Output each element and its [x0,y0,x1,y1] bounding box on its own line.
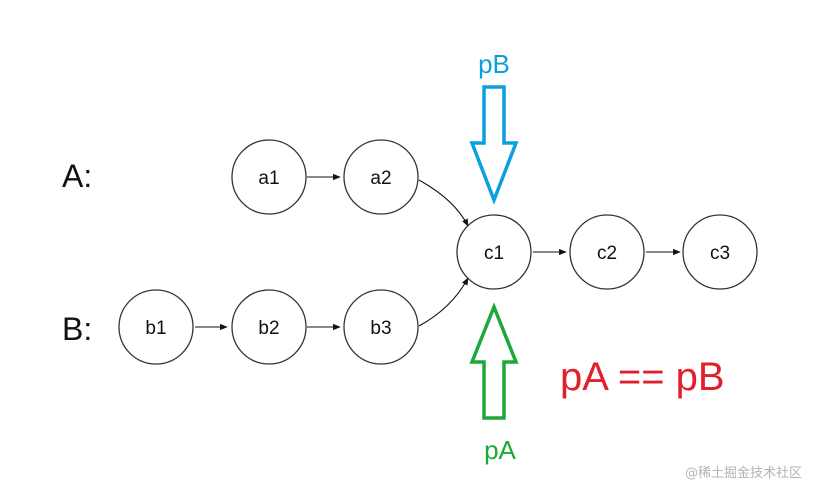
node-c3: c3 [682,214,758,290]
edge-b3-c1 [418,277,469,327]
node-c2: c2 [569,214,645,290]
node-label-b2: b2 [258,318,279,339]
node-b3: b3 [343,289,419,365]
pointer-b-arrow-icon [469,85,519,205]
watermark-text: @稀土掘金技术社区 [685,465,802,481]
row-label-b: B: [62,311,92,347]
node-b1: b1 [118,289,194,365]
pointer-a-arrow-icon [469,302,519,420]
node-label-a2: a2 [370,168,391,189]
node-label-c1: c1 [484,243,504,264]
node-label-c2: c2 [597,243,617,264]
node-b2: b2 [231,289,307,365]
pointer-a-label: pA [484,435,516,465]
node-label-b1: b1 [145,318,166,339]
edge-a2-c1 [418,179,469,227]
node-a1: a1 [231,139,307,215]
node-label-c3: c3 [710,243,730,264]
node-a2: a2 [343,139,419,215]
pointer-b-label: pB [478,49,510,79]
node-label-b3: b3 [370,318,391,339]
node-c1: c1 [456,214,532,290]
equation-text: pA == pB [560,355,725,399]
row-label-a: A: [62,158,92,194]
node-label-a1: a1 [258,168,279,189]
